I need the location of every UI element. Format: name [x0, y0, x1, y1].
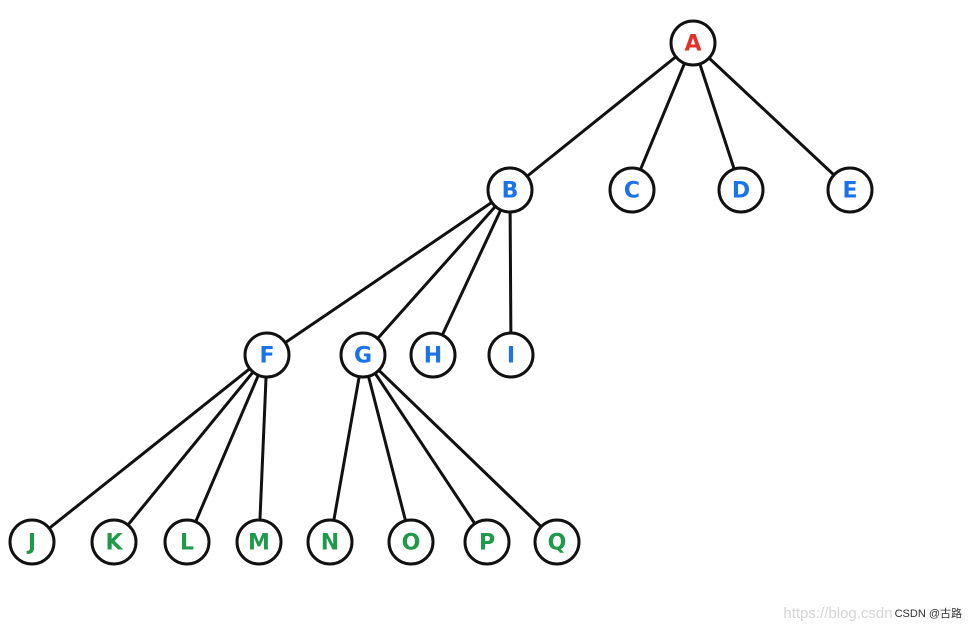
node-circle-f [243, 331, 291, 379]
node-l: L [163, 518, 211, 566]
node-label-g: G [354, 344, 372, 369]
watermark-tag: CSDN @古路 [892, 605, 964, 621]
node-label-n: N [321, 531, 339, 556]
node-label-k: K [105, 531, 123, 556]
edge-f-l [185, 353, 269, 544]
node-label-p: P [479, 531, 495, 556]
node-circle-n [306, 518, 354, 566]
node-circle-a [669, 19, 717, 67]
node-circle-d [717, 166, 765, 214]
node-p: P [463, 518, 511, 566]
node-a: A [669, 19, 717, 67]
node-n: N [306, 518, 354, 566]
edge-a-d [691, 41, 743, 192]
node-label-l: L [180, 531, 194, 556]
edge-g-q [361, 353, 559, 544]
edge-b-f [265, 188, 512, 357]
node-m: M [235, 518, 283, 566]
nodes-layer: A B C D E F G H I J K L M N O P Q [8, 19, 874, 566]
node-d: D [717, 166, 765, 214]
node-circle-p [463, 518, 511, 566]
edge-a-e [691, 41, 852, 192]
edge-g-n [328, 353, 365, 544]
node-circle-i [487, 331, 535, 379]
node-label-m: M [248, 531, 270, 556]
node-q: Q [533, 518, 581, 566]
edge-f-j [30, 353, 269, 544]
node-g: G [339, 331, 387, 379]
node-circle-g [339, 331, 387, 379]
node-label-o: O [402, 531, 421, 556]
node-label-c: C [624, 179, 640, 204]
node-e: E [826, 166, 874, 214]
node-label-i: I [507, 344, 515, 369]
edge-b-g [361, 188, 512, 357]
node-label-h: H [424, 344, 442, 369]
node-circle-o [387, 518, 435, 566]
node-circle-m [235, 518, 283, 566]
node-label-a: A [684, 32, 701, 57]
edge-b-h [431, 188, 512, 357]
edge-g-p [361, 353, 489, 544]
node-label-d: D [732, 179, 750, 204]
edge-a-c [630, 41, 695, 192]
node-label-j: J [26, 531, 36, 556]
node-circle-b [486, 166, 534, 214]
node-label-q: Q [548, 531, 567, 556]
edges-layer [30, 41, 852, 544]
node-o: O [387, 518, 435, 566]
node-circle-c [608, 166, 656, 214]
node-c: C [608, 166, 656, 214]
edge-g-o [361, 353, 413, 544]
node-label-b: B [502, 179, 519, 204]
node-circle-l [163, 518, 211, 566]
edge-b-i [508, 188, 513, 357]
node-circle-j [8, 518, 56, 566]
node-i: I [487, 331, 535, 379]
node-label-f: F [259, 344, 274, 369]
edge-a-b [508, 41, 695, 192]
node-circle-q [533, 518, 581, 566]
node-circle-k [90, 518, 138, 566]
edge-f-m [257, 353, 269, 544]
node-j: J [8, 518, 56, 566]
node-h: H [409, 331, 457, 379]
node-circle-e [826, 166, 874, 214]
node-f: F [243, 331, 291, 379]
node-label-e: E [842, 179, 857, 204]
node-b: B [486, 166, 534, 214]
node-k: K [90, 518, 138, 566]
edge-f-k [112, 353, 269, 544]
node-circle-h [409, 331, 457, 379]
